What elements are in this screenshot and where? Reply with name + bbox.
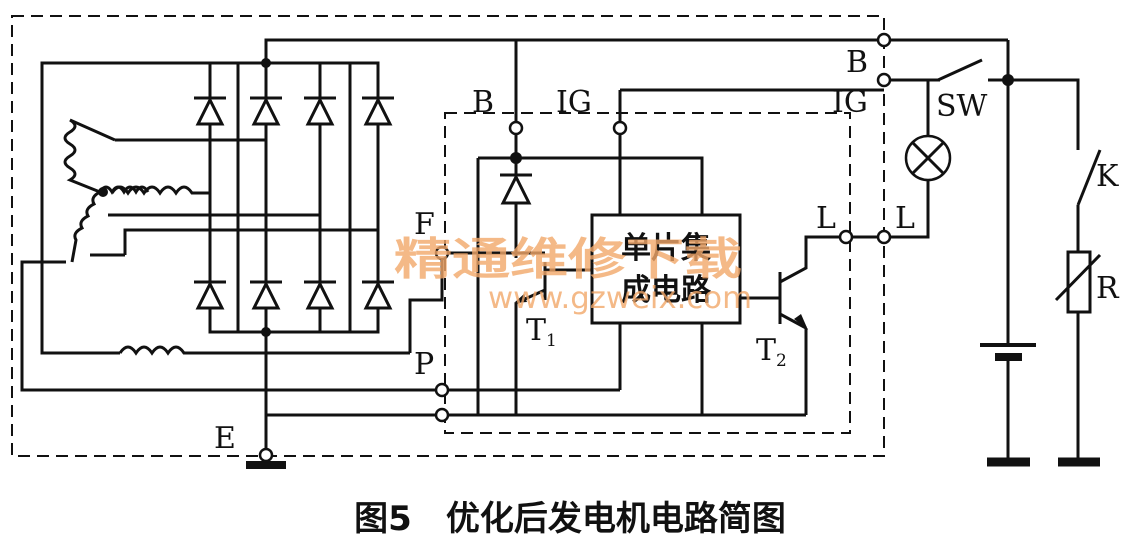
outer-wiring xyxy=(20,38,884,450)
transistor-t2 xyxy=(740,235,846,415)
terminals xyxy=(434,32,892,423)
diode-bottom-1 xyxy=(194,280,226,310)
diode-bottom-3 xyxy=(304,280,336,310)
label-b-inner: B xyxy=(472,85,494,120)
label-p: P xyxy=(414,347,434,382)
label-e: E xyxy=(214,421,236,456)
regulator-circuit xyxy=(442,88,884,417)
ic-label-line1: 单片集 xyxy=(621,231,712,266)
diode-top-3 xyxy=(304,96,336,126)
battery xyxy=(980,343,1036,467)
label-sw: SW xyxy=(936,89,988,124)
figure-caption: 图5 优化后发电机电路简图 xyxy=(354,499,786,539)
diode-top-4 xyxy=(362,96,394,126)
rectifier-bridge xyxy=(90,58,394,337)
diode-bottom-4 xyxy=(362,280,394,310)
charge-lamp xyxy=(904,134,952,182)
watermark-url: www.gzweix.com xyxy=(488,281,752,316)
ic-block: 单片集 成电路 xyxy=(590,213,742,325)
ground-symbol xyxy=(246,447,286,469)
diode-top-2 xyxy=(250,96,282,126)
field-coil-upper xyxy=(110,185,210,196)
label-t1: T1 xyxy=(526,313,557,351)
label-r: R xyxy=(1096,271,1120,306)
label-b-outer: B xyxy=(846,45,868,80)
label-f: F xyxy=(414,207,435,242)
watermark: 精通维修下载 www.gzweix.com xyxy=(394,234,752,316)
label-l-outer: L xyxy=(895,201,915,236)
label-ig-outer: IG xyxy=(832,85,868,120)
watermark-name: 精通维修下载 xyxy=(394,234,742,285)
switch-k xyxy=(1076,149,1102,252)
label-l-inner: L xyxy=(816,201,836,236)
label-k: K xyxy=(1096,159,1119,194)
ignition-switch-sw xyxy=(937,58,1008,82)
diode-top-1 xyxy=(194,96,226,126)
variable-resistor-r xyxy=(1054,250,1102,460)
ic-label-line2: 成电路 xyxy=(621,273,712,308)
diode-bottom-2 xyxy=(250,280,282,310)
label-ig-inner: IG xyxy=(556,85,592,120)
label-t2: T2 xyxy=(756,333,787,371)
transistor-t1 xyxy=(514,262,592,415)
suppression-diode xyxy=(500,158,532,258)
